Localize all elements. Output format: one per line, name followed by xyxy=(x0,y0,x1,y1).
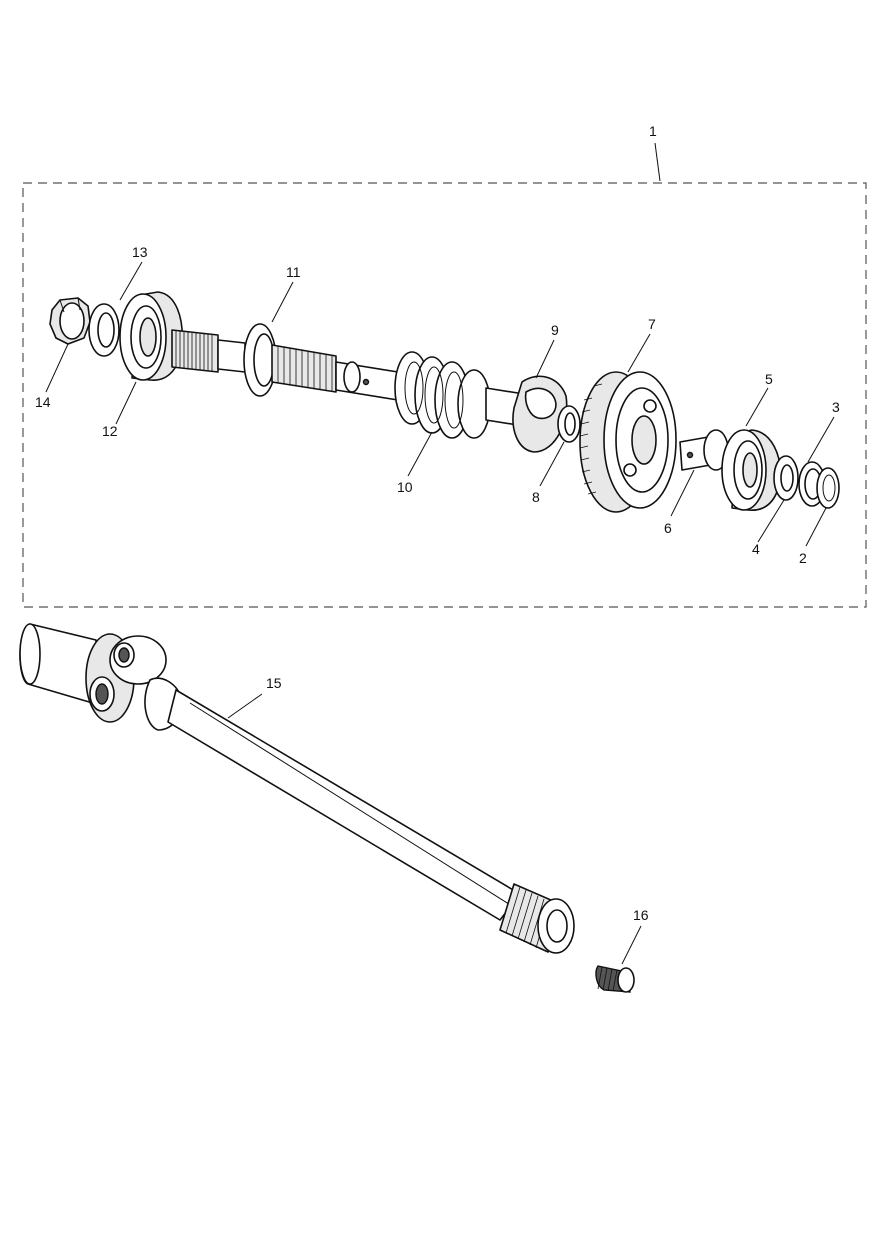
callout-5: 5 xyxy=(765,371,773,387)
part-14-nut xyxy=(49,297,91,345)
callout-2: 2 xyxy=(799,550,807,566)
part-5-bearing xyxy=(721,429,782,511)
part-11-shaft xyxy=(171,323,399,401)
part-13-washer xyxy=(88,303,120,357)
part-10-springs xyxy=(394,351,525,439)
part-2-snap-ring xyxy=(816,467,840,509)
callout-3: 3 xyxy=(832,399,840,415)
callout-6: 6 xyxy=(664,520,672,536)
part-9-cam xyxy=(512,375,568,453)
part-4-washer xyxy=(773,455,799,501)
part-8-washer xyxy=(557,405,581,443)
callout-15: 15 xyxy=(266,675,282,691)
callout-4: 4 xyxy=(752,541,760,557)
callout-16: 16 xyxy=(633,907,649,923)
callout-7: 7 xyxy=(648,316,656,332)
part-12-bearing xyxy=(119,291,184,381)
part-15-propshaft xyxy=(19,623,575,954)
callout-14: 14 xyxy=(35,394,51,410)
callout-13: 13 xyxy=(132,244,148,260)
callout-1: 1 xyxy=(649,123,657,139)
assembly-frame xyxy=(22,182,867,608)
callout-11: 11 xyxy=(286,264,301,280)
callout-labels: 1 2 3 4 5 6 7 8 9 10 11 12 13 14 15 16 xyxy=(35,123,840,923)
callout-10: 10 xyxy=(397,479,413,495)
callout-9: 9 xyxy=(551,322,559,338)
callout-12: 12 xyxy=(102,423,118,439)
callout-8: 8 xyxy=(532,489,540,505)
part-7-gear xyxy=(579,371,677,513)
part-16-spring xyxy=(595,965,635,993)
leader-lines xyxy=(45,142,835,965)
part-6-shaft-end xyxy=(679,429,729,471)
